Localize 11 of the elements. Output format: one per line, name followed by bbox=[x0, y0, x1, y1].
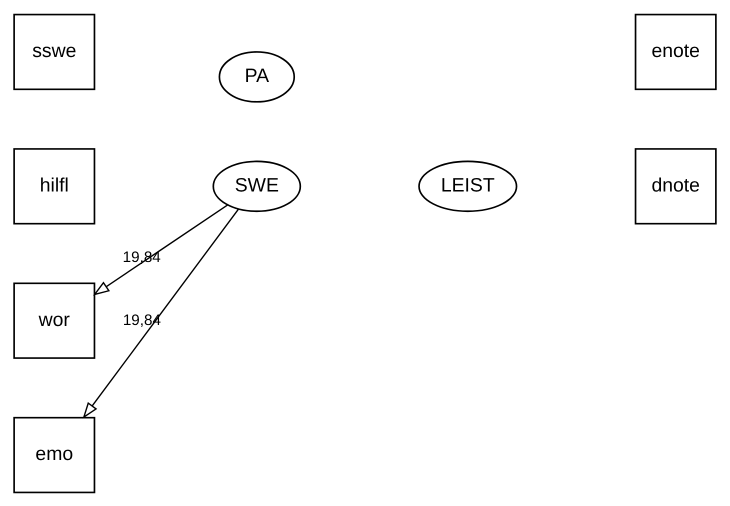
node-ellipse: SWE bbox=[212, 160, 302, 212]
arrow bbox=[92, 204, 228, 296]
node-box: dnote bbox=[634, 148, 717, 224]
node-ellipse: LEIST bbox=[418, 160, 518, 212]
node-box: enote bbox=[634, 13, 717, 90]
node-box: wor bbox=[13, 282, 96, 358]
node-box: hilfl bbox=[13, 148, 96, 224]
node-box: sswe bbox=[13, 13, 96, 90]
node-ellipse: PA bbox=[218, 50, 296, 102]
node-box: emo bbox=[13, 416, 96, 493]
arrow bbox=[82, 208, 240, 418]
